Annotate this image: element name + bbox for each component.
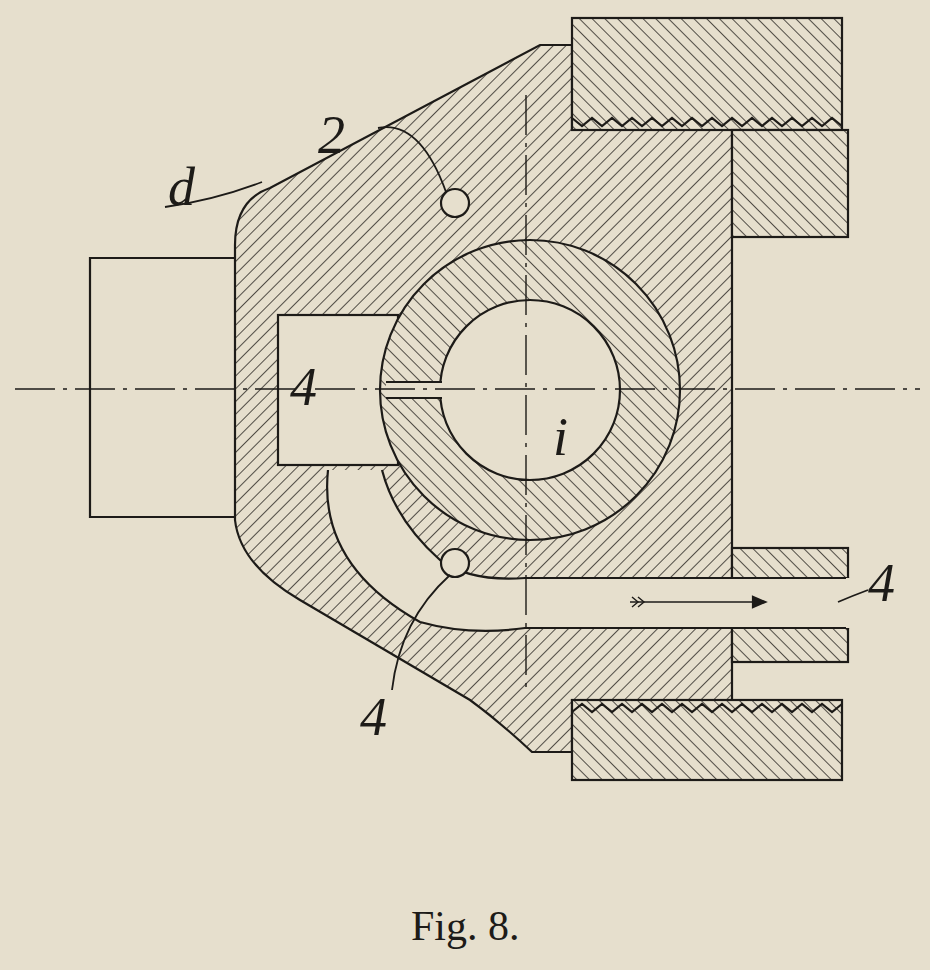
figure-caption: Fig. 8.: [411, 905, 520, 947]
callout-number: 4: [290, 360, 317, 414]
part-letter: i: [553, 410, 568, 464]
callout-number: 4: [868, 556, 895, 610]
callout-number: 4: [360, 690, 387, 744]
drawing: [15, 18, 920, 780]
part-letter: d: [168, 160, 195, 214]
callout-number: 2: [318, 108, 345, 162]
